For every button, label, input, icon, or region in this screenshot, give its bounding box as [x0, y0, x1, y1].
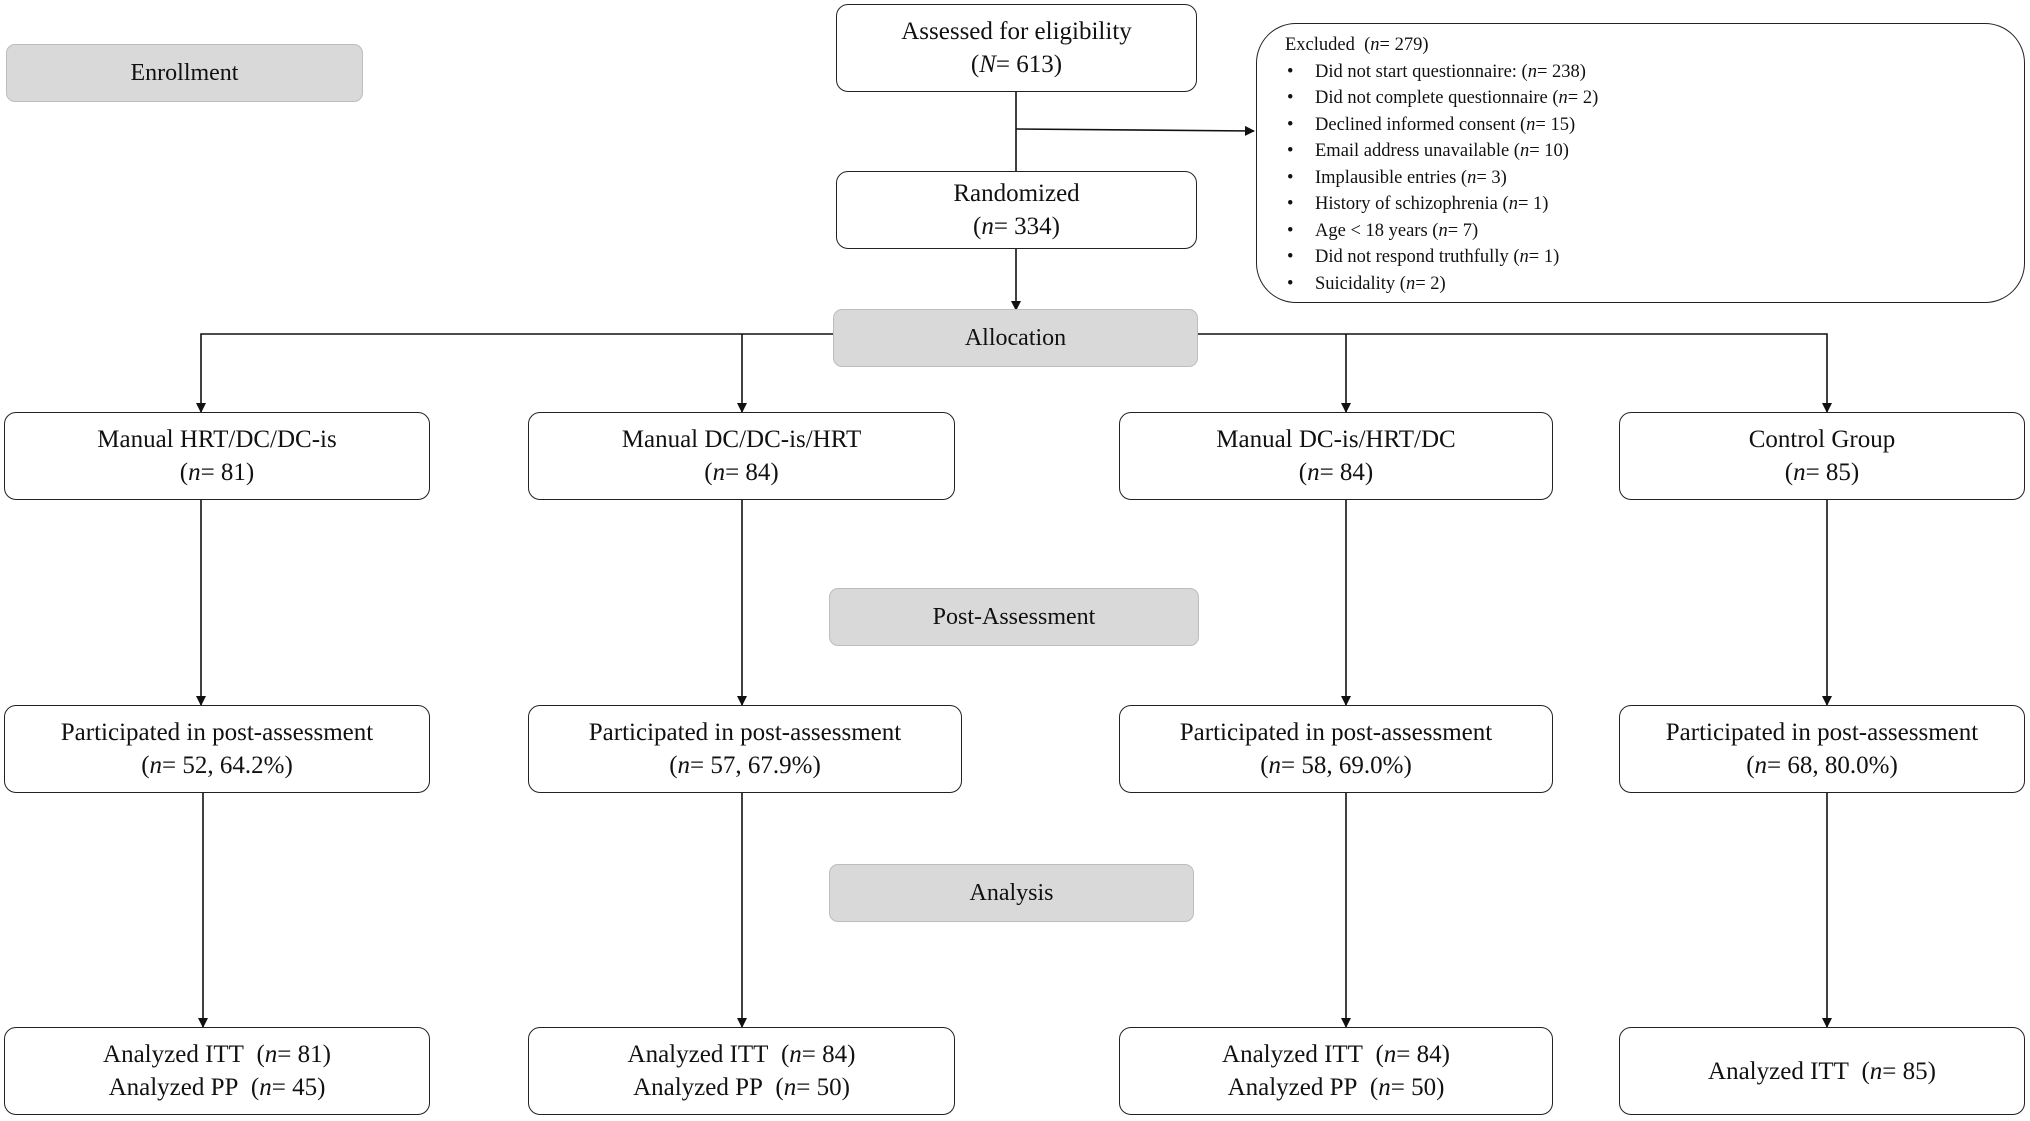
post-box-1: Participated in post-assessment (n= 52, … [4, 705, 430, 793]
group-count: (n= 81) [179, 459, 255, 486]
exclusion-reason: Email address unavailable (n= 10) [1285, 138, 2004, 165]
randomized-count: = 334) [993, 213, 1060, 240]
group-name: Manual HRT/DC/DC-is [97, 426, 337, 453]
randomized-box: Randomized (n= 334) [836, 171, 1197, 249]
post-box-2: Participated in post-assessment (n= 57, … [528, 705, 962, 793]
excluded-count: = 279) [1379, 35, 1429, 55]
exclusion-reasons: Did not start questionnaire: (n= 238) Di… [1285, 59, 2004, 298]
post-label: Participated in post-assessment [1665, 719, 1979, 746]
assessed-count-line: (N= 613) [970, 51, 1063, 78]
analysis-box-1: Analyzed ITT (n= 81) Analyzed PP (n= 45) [4, 1027, 430, 1115]
stage-enrollment-label: Enrollment [130, 59, 239, 86]
analysis-itt: Analyzed ITT (n= 84) [1222, 1041, 1450, 1068]
group-count: (n= 84) [1298, 459, 1374, 486]
post-count: (n= 57, 67.9%) [669, 752, 821, 779]
assessed-label: Assessed for eligibility [901, 18, 1132, 45]
group-name: Control Group [1748, 426, 1896, 453]
group-box-1: Manual HRT/DC/DC-is (n= 81) [4, 412, 430, 500]
group-name: Manual DC-is/HRT/DC [1216, 426, 1456, 453]
exclusion-reason: Suicidality (n= 2) [1285, 271, 2004, 298]
exclusion-reason: Implausible entries (n= 3) [1285, 165, 2004, 192]
randomized-label: Randomized [953, 180, 1080, 207]
group-count: (n= 85) [1784, 459, 1860, 486]
exclusion-reason: Declined informed consent (n= 15) [1285, 112, 2004, 139]
exclusion-reason: Did not start questionnaire: (n= 238) [1285, 59, 2004, 86]
post-label: Participated in post-assessment [1179, 719, 1493, 746]
stage-analysis: Analysis [829, 864, 1194, 922]
group-count: (n= 84) [704, 459, 779, 486]
analysis-pp: Analyzed PP (n= 50) [1227, 1074, 1445, 1101]
randomized-count-line: (n= 334) [972, 213, 1060, 240]
analysis-box-3: Analyzed ITT (n= 84) Analyzed PP (n= 50) [1119, 1027, 1553, 1115]
stage-allocation: Allocation [833, 309, 1198, 367]
connector-allocation-right [1198, 333, 1832, 413]
assessed-count: = 613) [995, 51, 1063, 78]
analysis-itt: Analyzed ITT (n= 81) [103, 1041, 331, 1068]
group-name: Manual DC/DC-is/HRT [621, 426, 862, 453]
post-count: (n= 52, 64.2%) [141, 752, 293, 779]
connector-allocation-left [196, 333, 833, 413]
exclusion-reason: Did not respond truthfully (n= 1) [1285, 244, 2004, 271]
analysis-box-2: Analyzed ITT (n= 84) Analyzed PP (n= 50) [528, 1027, 955, 1115]
excluded-label: Excluded [1285, 35, 1355, 55]
post-label: Participated in post-assessment [588, 719, 902, 746]
assessed-box: Assessed for eligibility (N= 613) [836, 4, 1197, 92]
post-count: (n= 58, 69.0%) [1260, 752, 1412, 779]
analysis-itt: Analyzed ITT (n= 84) [627, 1041, 856, 1068]
stage-allocation-label: Allocation [964, 324, 1067, 351]
post-box-3: Participated in post-assessment (n= 58, … [1119, 705, 1553, 793]
analysis-box-4: Analyzed ITT (n= 85) [1619, 1027, 2025, 1115]
arrow-to-excluded [1015, 125, 1255, 136]
analysis-pp: Analyzed PP (n= 50) [633, 1074, 850, 1101]
stage-post-assessment-label: Post-Assessment [932, 603, 1096, 630]
excluded-header: Excluded (n= 279) [1285, 35, 1429, 55]
group-box-3: Manual DC-is/HRT/DC (n= 84) [1119, 412, 1553, 500]
analysis-itt: Analyzed ITT (n= 85) [1708, 1057, 1936, 1085]
stage-enrollment: Enrollment [6, 44, 363, 102]
post-count: (n= 68, 80.0%) [1746, 752, 1898, 779]
post-box-4: Participated in post-assessment (n= 68, … [1619, 705, 2025, 793]
group-box-4: Control Group (n= 85) [1619, 412, 2025, 500]
group-box-2: Manual DC/DC-is/HRT (n= 84) [528, 412, 955, 500]
exclusion-reason: Age < 18 years (n= 7) [1285, 218, 2004, 245]
exclusion-reason: Did not complete questionnaire (n= 2) [1285, 85, 2004, 112]
stage-post-assessment: Post-Assessment [829, 588, 1199, 646]
stage-analysis-label: Analysis [969, 879, 1054, 906]
post-label: Participated in post-assessment [60, 719, 374, 746]
analysis-pp: Analyzed PP (n= 45) [108, 1074, 326, 1101]
excluded-box: Excluded (n= 279) Did not start question… [1256, 23, 2025, 303]
exclusion-reason: History of schizophrenia (n= 1) [1285, 191, 2004, 218]
